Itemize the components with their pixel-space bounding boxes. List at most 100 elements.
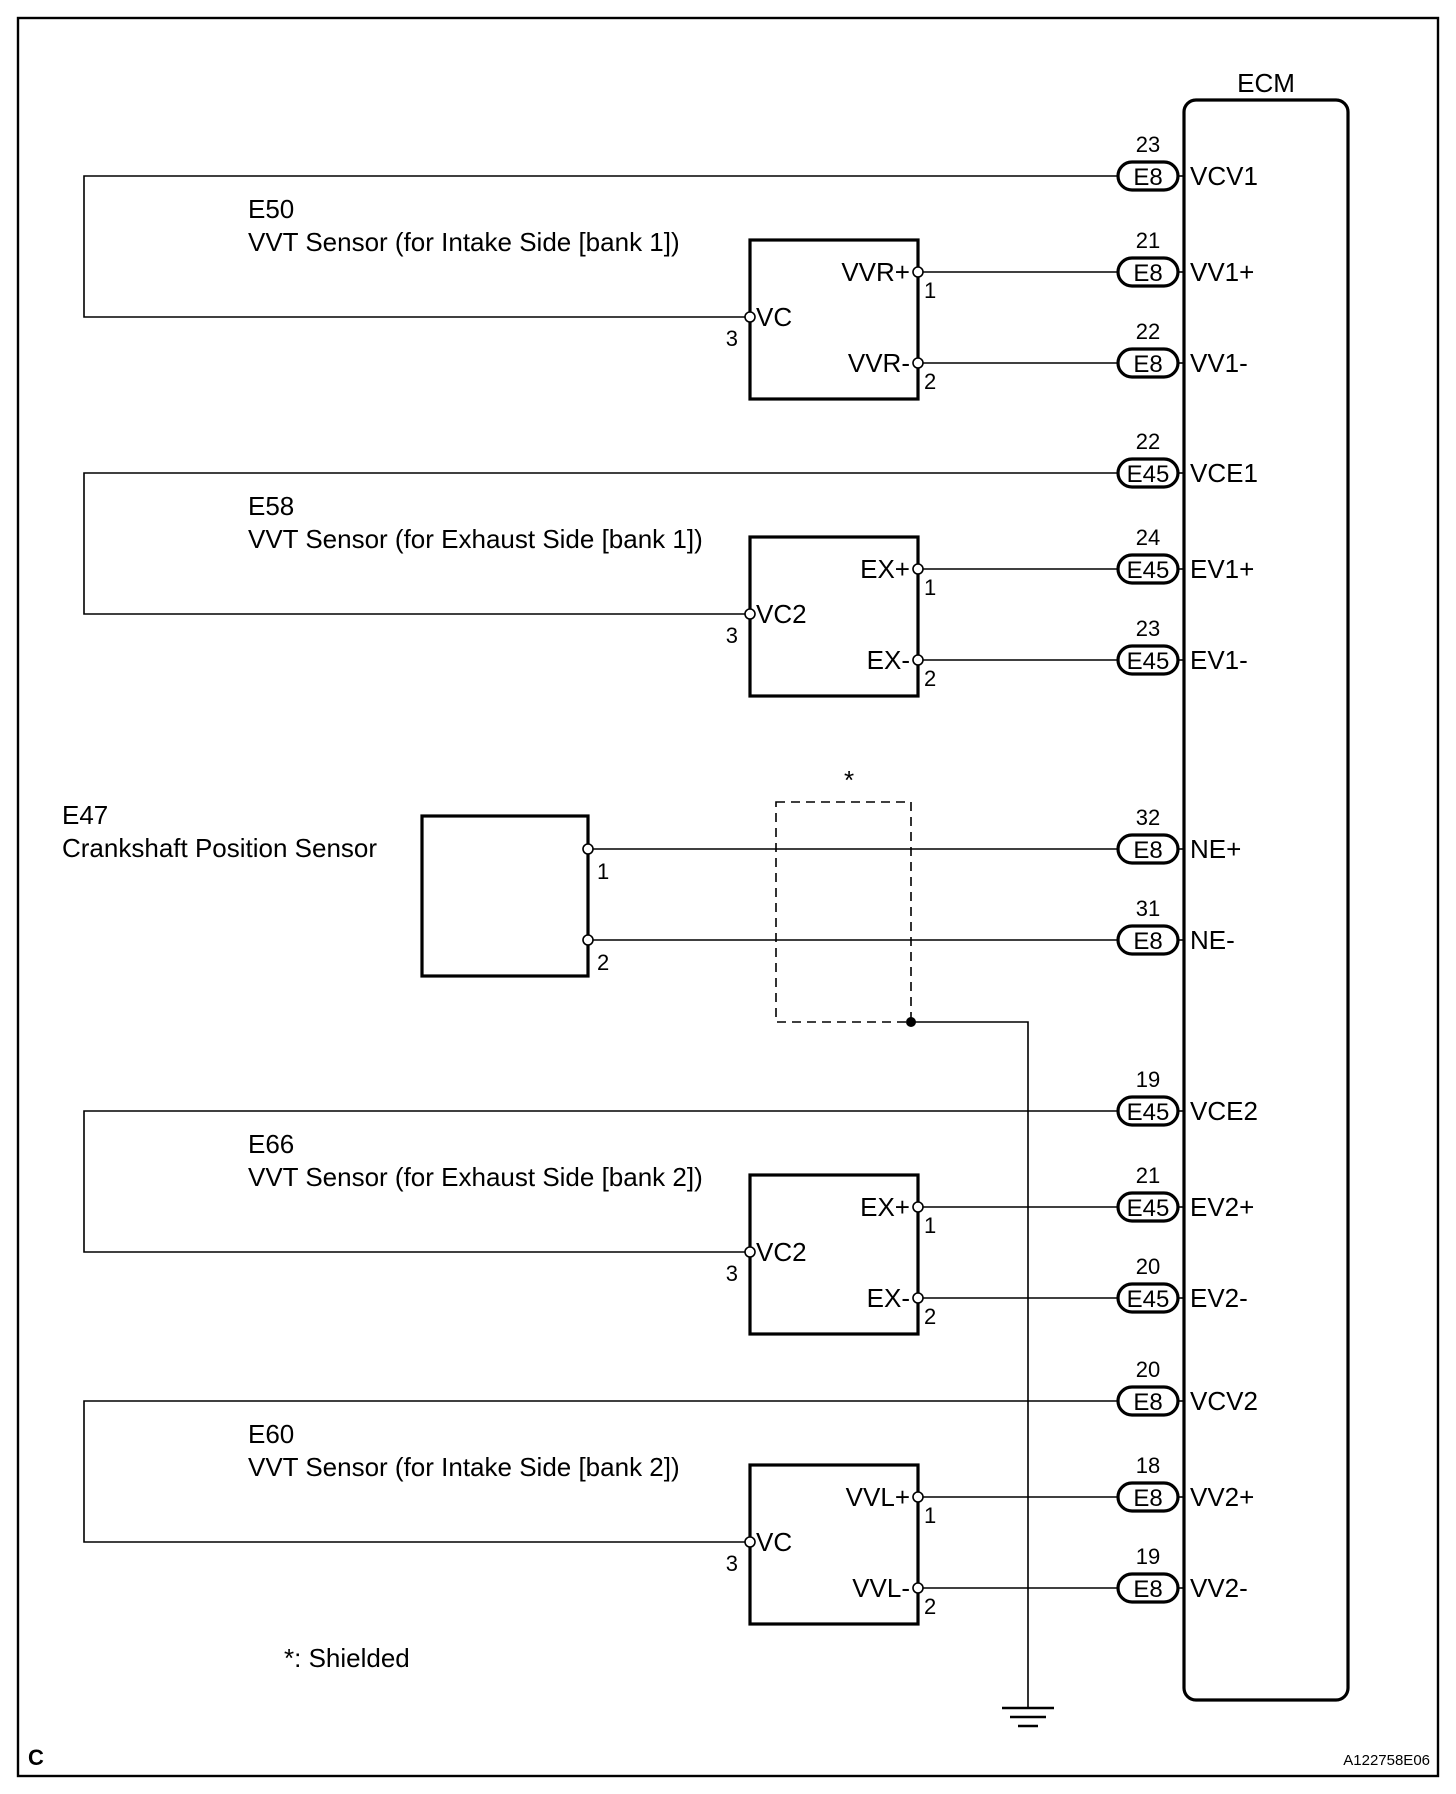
- terminal-dot: [912, 654, 924, 666]
- ecm-terminal-name: EV2-: [1190, 1283, 1248, 1313]
- signal-minus-label: VVR-: [848, 348, 910, 378]
- connector-code: E8: [1133, 837, 1162, 864]
- ecm-terminal-name: VV2-: [1190, 1573, 1248, 1603]
- vc-supply-wire: [83, 472, 1118, 615]
- terminal-dot: [744, 311, 756, 323]
- ecm-terminal-name: EV2+: [1190, 1192, 1254, 1222]
- crank-pin-2: 2: [597, 950, 609, 975]
- ecm-terminal-name: VV1-: [1190, 348, 1248, 378]
- vc-terminal-label: VC2: [756, 1237, 807, 1267]
- connector-pill: [1116, 833, 1180, 865]
- connector-pill: [1116, 160, 1180, 192]
- crank-sensor-box: [420, 814, 590, 978]
- connector-code: E45: [1127, 461, 1170, 488]
- connector-code: E8: [1133, 1576, 1162, 1603]
- ecm-terminal-name: EV1-: [1190, 645, 1248, 675]
- shield-legend: *: Shielded: [284, 1643, 410, 1673]
- ecm-pin-number: 19: [1136, 1067, 1160, 1092]
- connector-pill: [1116, 553, 1180, 585]
- crank-sensor-description: Crankshaft Position Sensor: [62, 833, 377, 863]
- connector-code: E8: [1133, 260, 1162, 287]
- signal-minus-label: EX-: [867, 1283, 910, 1313]
- connector-code: E8: [1133, 1485, 1162, 1512]
- signal-plus-label: EX+: [860, 554, 910, 584]
- connector-code: E8: [1133, 164, 1162, 191]
- vc-supply-wire: [83, 175, 1118, 318]
- crank-sensor-id: E47: [62, 800, 108, 830]
- terminal-dot: [912, 1491, 924, 1503]
- vc-terminal-label: VC: [756, 1527, 792, 1557]
- connector-code: E45: [1127, 1286, 1170, 1313]
- ecm-pin-number: 18: [1136, 1453, 1160, 1478]
- sensor-description: VVT Sensor (for Intake Side [bank 1]): [248, 227, 680, 257]
- corner-label: C: [28, 1745, 44, 1770]
- connector-pill: [1116, 256, 1180, 288]
- ecm-pin-number: 23: [1136, 616, 1160, 641]
- vc-pin-number: 3: [726, 326, 738, 351]
- ecm-pin-number: 32: [1136, 805, 1160, 830]
- signal-minus-pin: 2: [924, 666, 936, 691]
- ecm-box: [1182, 98, 1350, 1702]
- ecm-terminal-name: VV1+: [1190, 257, 1254, 287]
- signal-plus-label: EX+: [860, 1192, 910, 1222]
- ecm-terminal-name: VV2+: [1190, 1482, 1254, 1512]
- ecm-pin-number: 19: [1136, 1544, 1160, 1569]
- ground-icon: [1002, 1706, 1054, 1728]
- signal-plus-pin: 1: [924, 575, 936, 600]
- connector-pill: [1116, 1481, 1180, 1513]
- sensor-description: VVT Sensor (for Intake Side [bank 2]): [248, 1452, 680, 1482]
- vc-terminal-label: VC: [756, 302, 792, 332]
- ecm-pin-number: 21: [1136, 1163, 1160, 1188]
- terminal-dot: [912, 1292, 924, 1304]
- shield-drain-wire: [911, 1021, 1029, 1708]
- signal-plus-label: VVL+: [846, 1482, 910, 1512]
- ecm-terminal-name: VCE1: [1190, 458, 1258, 488]
- terminal-dot: [912, 1201, 924, 1213]
- ecm-terminal-name: NE-: [1190, 925, 1235, 955]
- connector-code: E45: [1127, 648, 1170, 675]
- connector-code: E45: [1127, 557, 1170, 584]
- figure-code: A122758E06: [1343, 1752, 1430, 1769]
- ecm-terminal-name: VCV2: [1190, 1386, 1258, 1416]
- terminal-dot: [744, 1536, 756, 1548]
- ecm-terminal-name: EV1+: [1190, 554, 1254, 584]
- connector-pill: [1116, 1191, 1180, 1223]
- crank-pin-1: 1: [597, 859, 609, 884]
- sensor-id: E58: [248, 491, 294, 521]
- connector-pill: [1116, 1572, 1180, 1604]
- sensor-description: VVT Sensor (for Exhaust Side [bank 2]): [248, 1162, 703, 1192]
- signal-plus-pin: 1: [924, 1503, 936, 1528]
- vc-pin-number: 3: [726, 623, 738, 648]
- ecm-pin-number: 20: [1136, 1357, 1160, 1382]
- terminal-dot: [912, 563, 924, 575]
- connector-pill: [1116, 1095, 1180, 1127]
- terminal-dot: [582, 934, 594, 946]
- signal-plus-label: VVR+: [841, 257, 910, 287]
- ecm-label: ECM: [1237, 68, 1295, 98]
- shield-marker: *: [844, 765, 854, 795]
- vc-supply-wire: [83, 1110, 1118, 1253]
- signal-minus-pin: 2: [924, 1594, 936, 1619]
- sensor-id: E50: [248, 194, 294, 224]
- terminal-dot: [744, 1246, 756, 1258]
- terminal-dot: [912, 1582, 924, 1594]
- ecm-pin-number: 22: [1136, 319, 1160, 344]
- connector-pill: [1116, 347, 1180, 379]
- signal-plus-pin: 1: [924, 278, 936, 303]
- terminal-dot: [912, 266, 924, 278]
- vc-supply-wire: [83, 1400, 1118, 1543]
- ecm-terminal-name: NE+: [1190, 834, 1241, 864]
- ecm-pin-number: 23: [1136, 132, 1160, 157]
- terminal-dot: [912, 357, 924, 369]
- connector-pill: [1116, 1385, 1180, 1417]
- connector-code: E8: [1133, 351, 1162, 378]
- sensor-id: E60: [248, 1419, 294, 1449]
- sensor-id: E66: [248, 1129, 294, 1159]
